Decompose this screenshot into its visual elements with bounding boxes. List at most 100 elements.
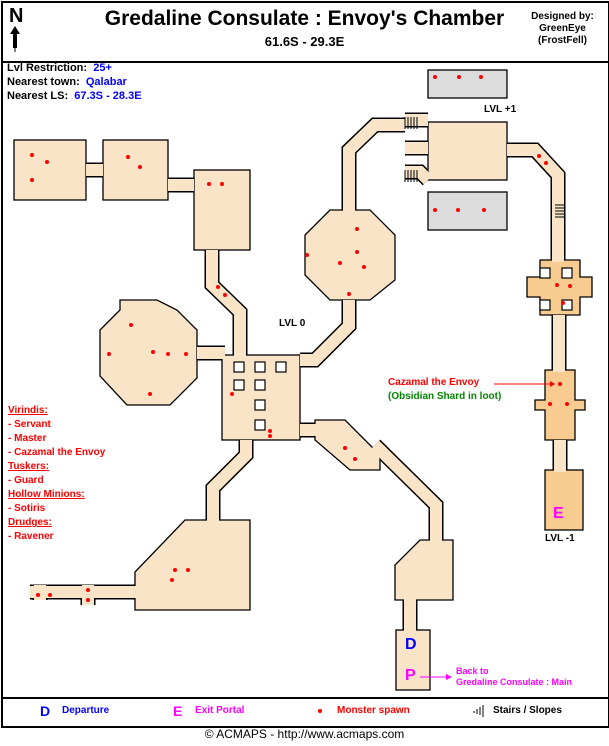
designed-by-label: Designed by: (531, 11, 594, 22)
spawn-point (126, 155, 130, 159)
spawn-point (544, 161, 548, 165)
header-divider (1, 61, 608, 63)
spawn-point (230, 392, 234, 396)
legend-spawn-icon (318, 709, 322, 713)
designer-name: GreenEye (539, 23, 586, 34)
town-label: Nearest town: (7, 76, 80, 88)
spawn-point (568, 284, 572, 288)
spawn-point (362, 265, 366, 269)
corridor (206, 250, 246, 360)
spawn-point (184, 352, 188, 356)
portal-dest-line2: Gredaline Consulate : Main (456, 677, 573, 687)
spawn-point (565, 402, 569, 406)
spawn-point (207, 182, 211, 186)
spawn-point (170, 578, 174, 582)
corridors-fill (30, 114, 566, 632)
room-lower-grid (526, 259, 593, 316)
corridor (343, 119, 405, 212)
pillar (254, 361, 266, 373)
north-label: N (9, 5, 24, 27)
lvl-value: 25+ (93, 62, 112, 74)
legend-exit: Exit Portal (195, 705, 245, 716)
pillar (254, 399, 266, 411)
corridor (507, 144, 564, 262)
spawn-point (138, 165, 142, 169)
spawn-point (555, 283, 559, 287)
monster-group-heading: Drudges: (8, 517, 52, 528)
town-value: Qalabar (85, 76, 127, 88)
spawn-point (223, 293, 227, 297)
spawn-point (86, 598, 90, 602)
copyright-footer[interactable]: © ACMAPS - http://www.acmaps.com (204, 727, 405, 741)
portal-pointer-head (446, 674, 452, 680)
designer-server: (FrostFell) (538, 35, 587, 46)
exit-portal-marker[interactable]: E (553, 505, 564, 522)
spawn-point (548, 402, 552, 406)
spawn-point (107, 352, 111, 356)
pillar (539, 267, 551, 279)
spawn-point (347, 292, 351, 296)
spawn-point (173, 568, 177, 572)
spawn-point (353, 457, 357, 461)
lvl-label: Lvl Restriction: (7, 62, 88, 74)
room-southwest (134, 519, 251, 611)
pillars (233, 267, 573, 431)
legend-stairs-icon (473, 705, 484, 717)
legend-departure-symbol: D (40, 703, 51, 719)
room-north (102, 139, 169, 201)
spawn-point (220, 182, 224, 186)
dungeon-info: Lvl Restriction: 25+ Nearest town: Qalab… (7, 61, 142, 103)
spawn-point (148, 392, 152, 396)
spawn-point (355, 227, 359, 231)
corridor (207, 440, 252, 522)
spawn-point (561, 301, 565, 305)
pillar (254, 379, 266, 391)
spawn-point (30, 153, 34, 157)
portal-marker[interactable]: P (405, 667, 416, 684)
spawn-point (433, 208, 437, 212)
spawn-point (355, 250, 359, 254)
spawn-point (537, 154, 541, 158)
spawn-points (30, 75, 572, 602)
spawn-point (457, 75, 461, 79)
portal-dest-line1: Back to (456, 666, 489, 676)
spawn-point (482, 208, 486, 212)
designer-credit: Designed by: GreenEye (FrostFell) (520, 11, 605, 47)
legend-spawn: Monster spawn (337, 705, 410, 716)
octagon-room-north (304, 209, 396, 301)
boss-label: Cazamal the Envoy (388, 377, 480, 388)
spawn-point (268, 434, 272, 438)
stairs-icons (404, 117, 565, 218)
monster-name: - Sotiris (8, 503, 46, 514)
departure-marker: D (405, 636, 417, 653)
spawn-point (343, 446, 347, 450)
spawn-point (338, 261, 342, 265)
corridor (300, 300, 355, 366)
spawn-point (216, 285, 220, 289)
spawn-point (166, 352, 170, 356)
level-up-label: LVL +1 (484, 104, 517, 115)
legend-divider (1, 697, 608, 699)
spawn-point (305, 253, 309, 257)
room-level-up-top (427, 69, 508, 99)
spawn-point (433, 75, 437, 79)
room-upper-middle (427, 121, 508, 181)
spawn-point (456, 208, 460, 212)
spawn-point (30, 178, 34, 182)
ls-label: Nearest LS: (7, 90, 69, 102)
room-southeast-diag (314, 419, 381, 471)
monster-list: Virindis:- Servant- Master- Cazamal the … (8, 404, 105, 544)
level-down-label: LVL -1 (545, 533, 575, 544)
legend-departure: Departure (62, 705, 110, 716)
boss-room (534, 369, 586, 441)
boss-loot-label: (Obsidian Shard in loot) (388, 391, 502, 402)
monster-group-heading: Hollow Minions: (8, 489, 85, 500)
monster-name: - Ravener (8, 531, 54, 542)
spawn-point (558, 382, 562, 386)
spawn-point (151, 350, 155, 354)
monster-name: - Cazamal the Envoy (8, 447, 106, 458)
pillar (275, 361, 287, 373)
page-title: Gredaline Consulate : Envoy's Chamber (104, 7, 505, 30)
